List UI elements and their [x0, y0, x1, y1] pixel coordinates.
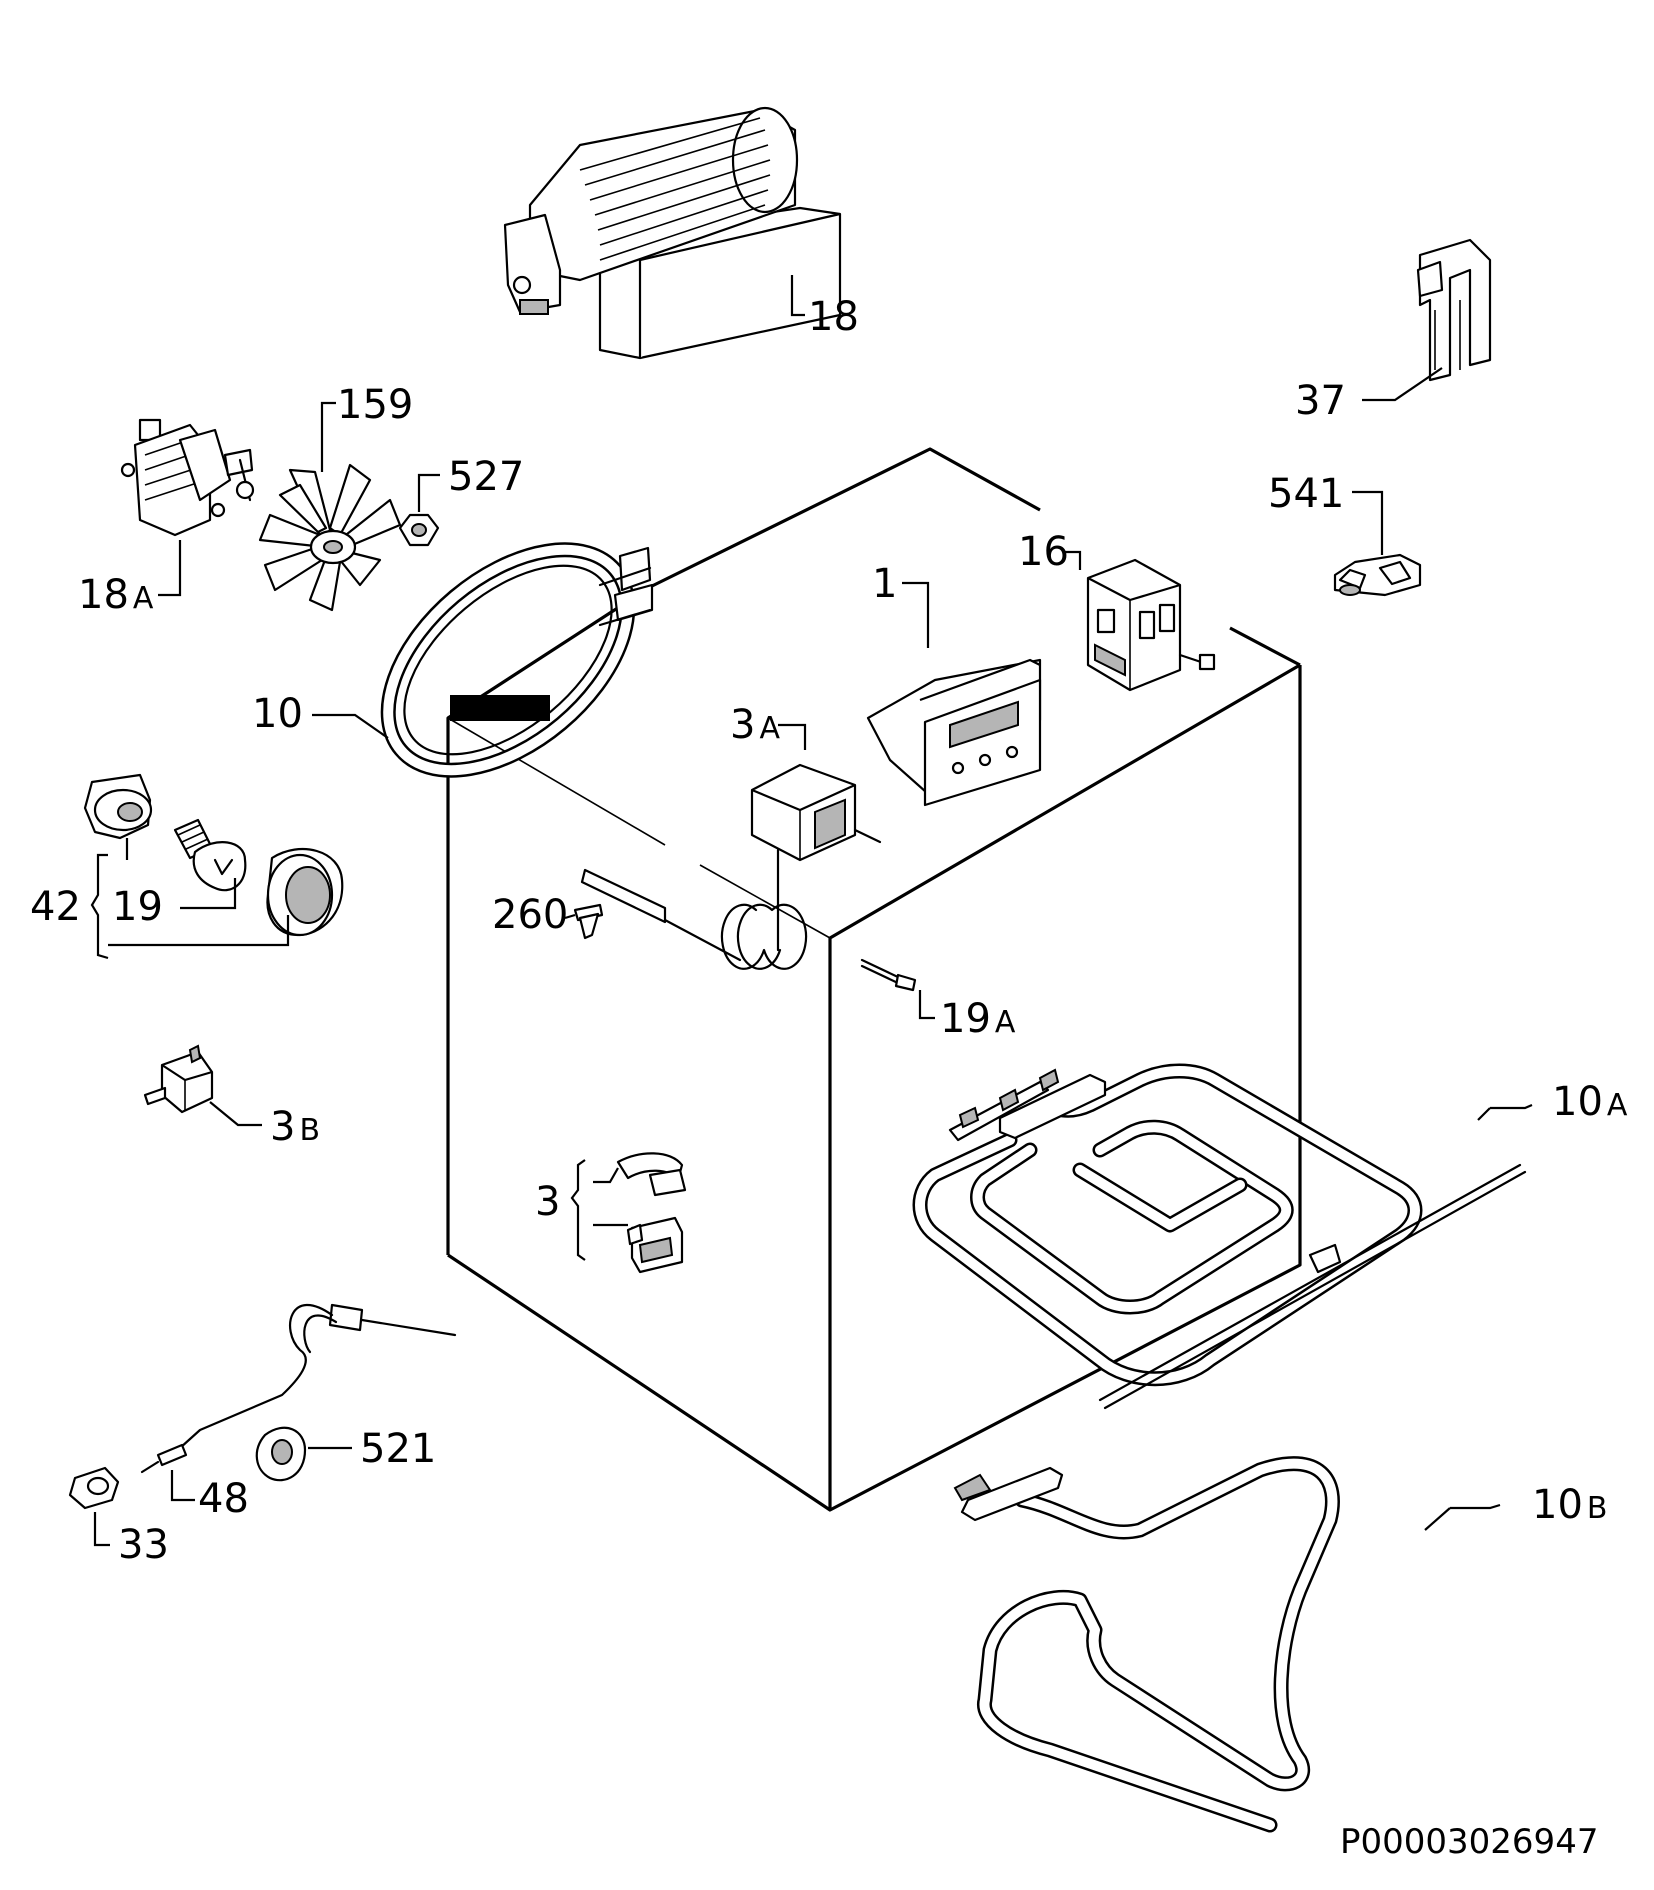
label-521: 521 — [360, 1426, 436, 1472]
label-10: 10 — [252, 691, 303, 737]
label-3: 3 — [535, 1179, 560, 1225]
lamp-connector — [860, 958, 917, 992]
clamp-set-3 — [616, 1152, 687, 1274]
terminal-block — [1086, 558, 1216, 692]
thermal-fuse-3b — [143, 1044, 214, 1114]
lamp-holder — [83, 773, 153, 840]
bracket-37 — [1416, 238, 1492, 382]
oven-cavity-box — [446, 447, 1302, 1512]
clip-541 — [1333, 553, 1422, 597]
label-16: 16 — [1018, 529, 1069, 575]
label-33: 33 — [118, 1522, 169, 1568]
circular-element — [380, 542, 654, 778]
label-18: 18 — [808, 294, 859, 340]
lamp-bulb — [173, 818, 247, 892]
fan-motor — [120, 418, 255, 537]
thermostat-3a — [580, 763, 882, 970]
label-541: 541 — [1268, 471, 1344, 517]
label-37: 37 — [1295, 378, 1346, 424]
bottom-element — [953, 1456, 1340, 1833]
lamp-cover — [266, 847, 344, 937]
drawing-code: P00003026947 — [1340, 1822, 1598, 1862]
electronic-timer — [866, 658, 1042, 807]
label-527: 527 — [448, 454, 524, 500]
tangential-fan — [503, 106, 842, 360]
label-1: 1 — [872, 561, 897, 607]
fan-blade — [258, 463, 402, 612]
label-48: 48 — [198, 1476, 249, 1522]
label-159: 159 — [337, 382, 413, 428]
probe-assembly — [68, 1303, 457, 1510]
grill-element — [912, 1063, 1527, 1410]
label-260: 260 — [492, 892, 568, 938]
nut-527 — [398, 513, 440, 547]
label-42: 42 — [30, 884, 81, 930]
label-19: 19 — [112, 884, 163, 930]
screw-260 — [573, 903, 604, 940]
